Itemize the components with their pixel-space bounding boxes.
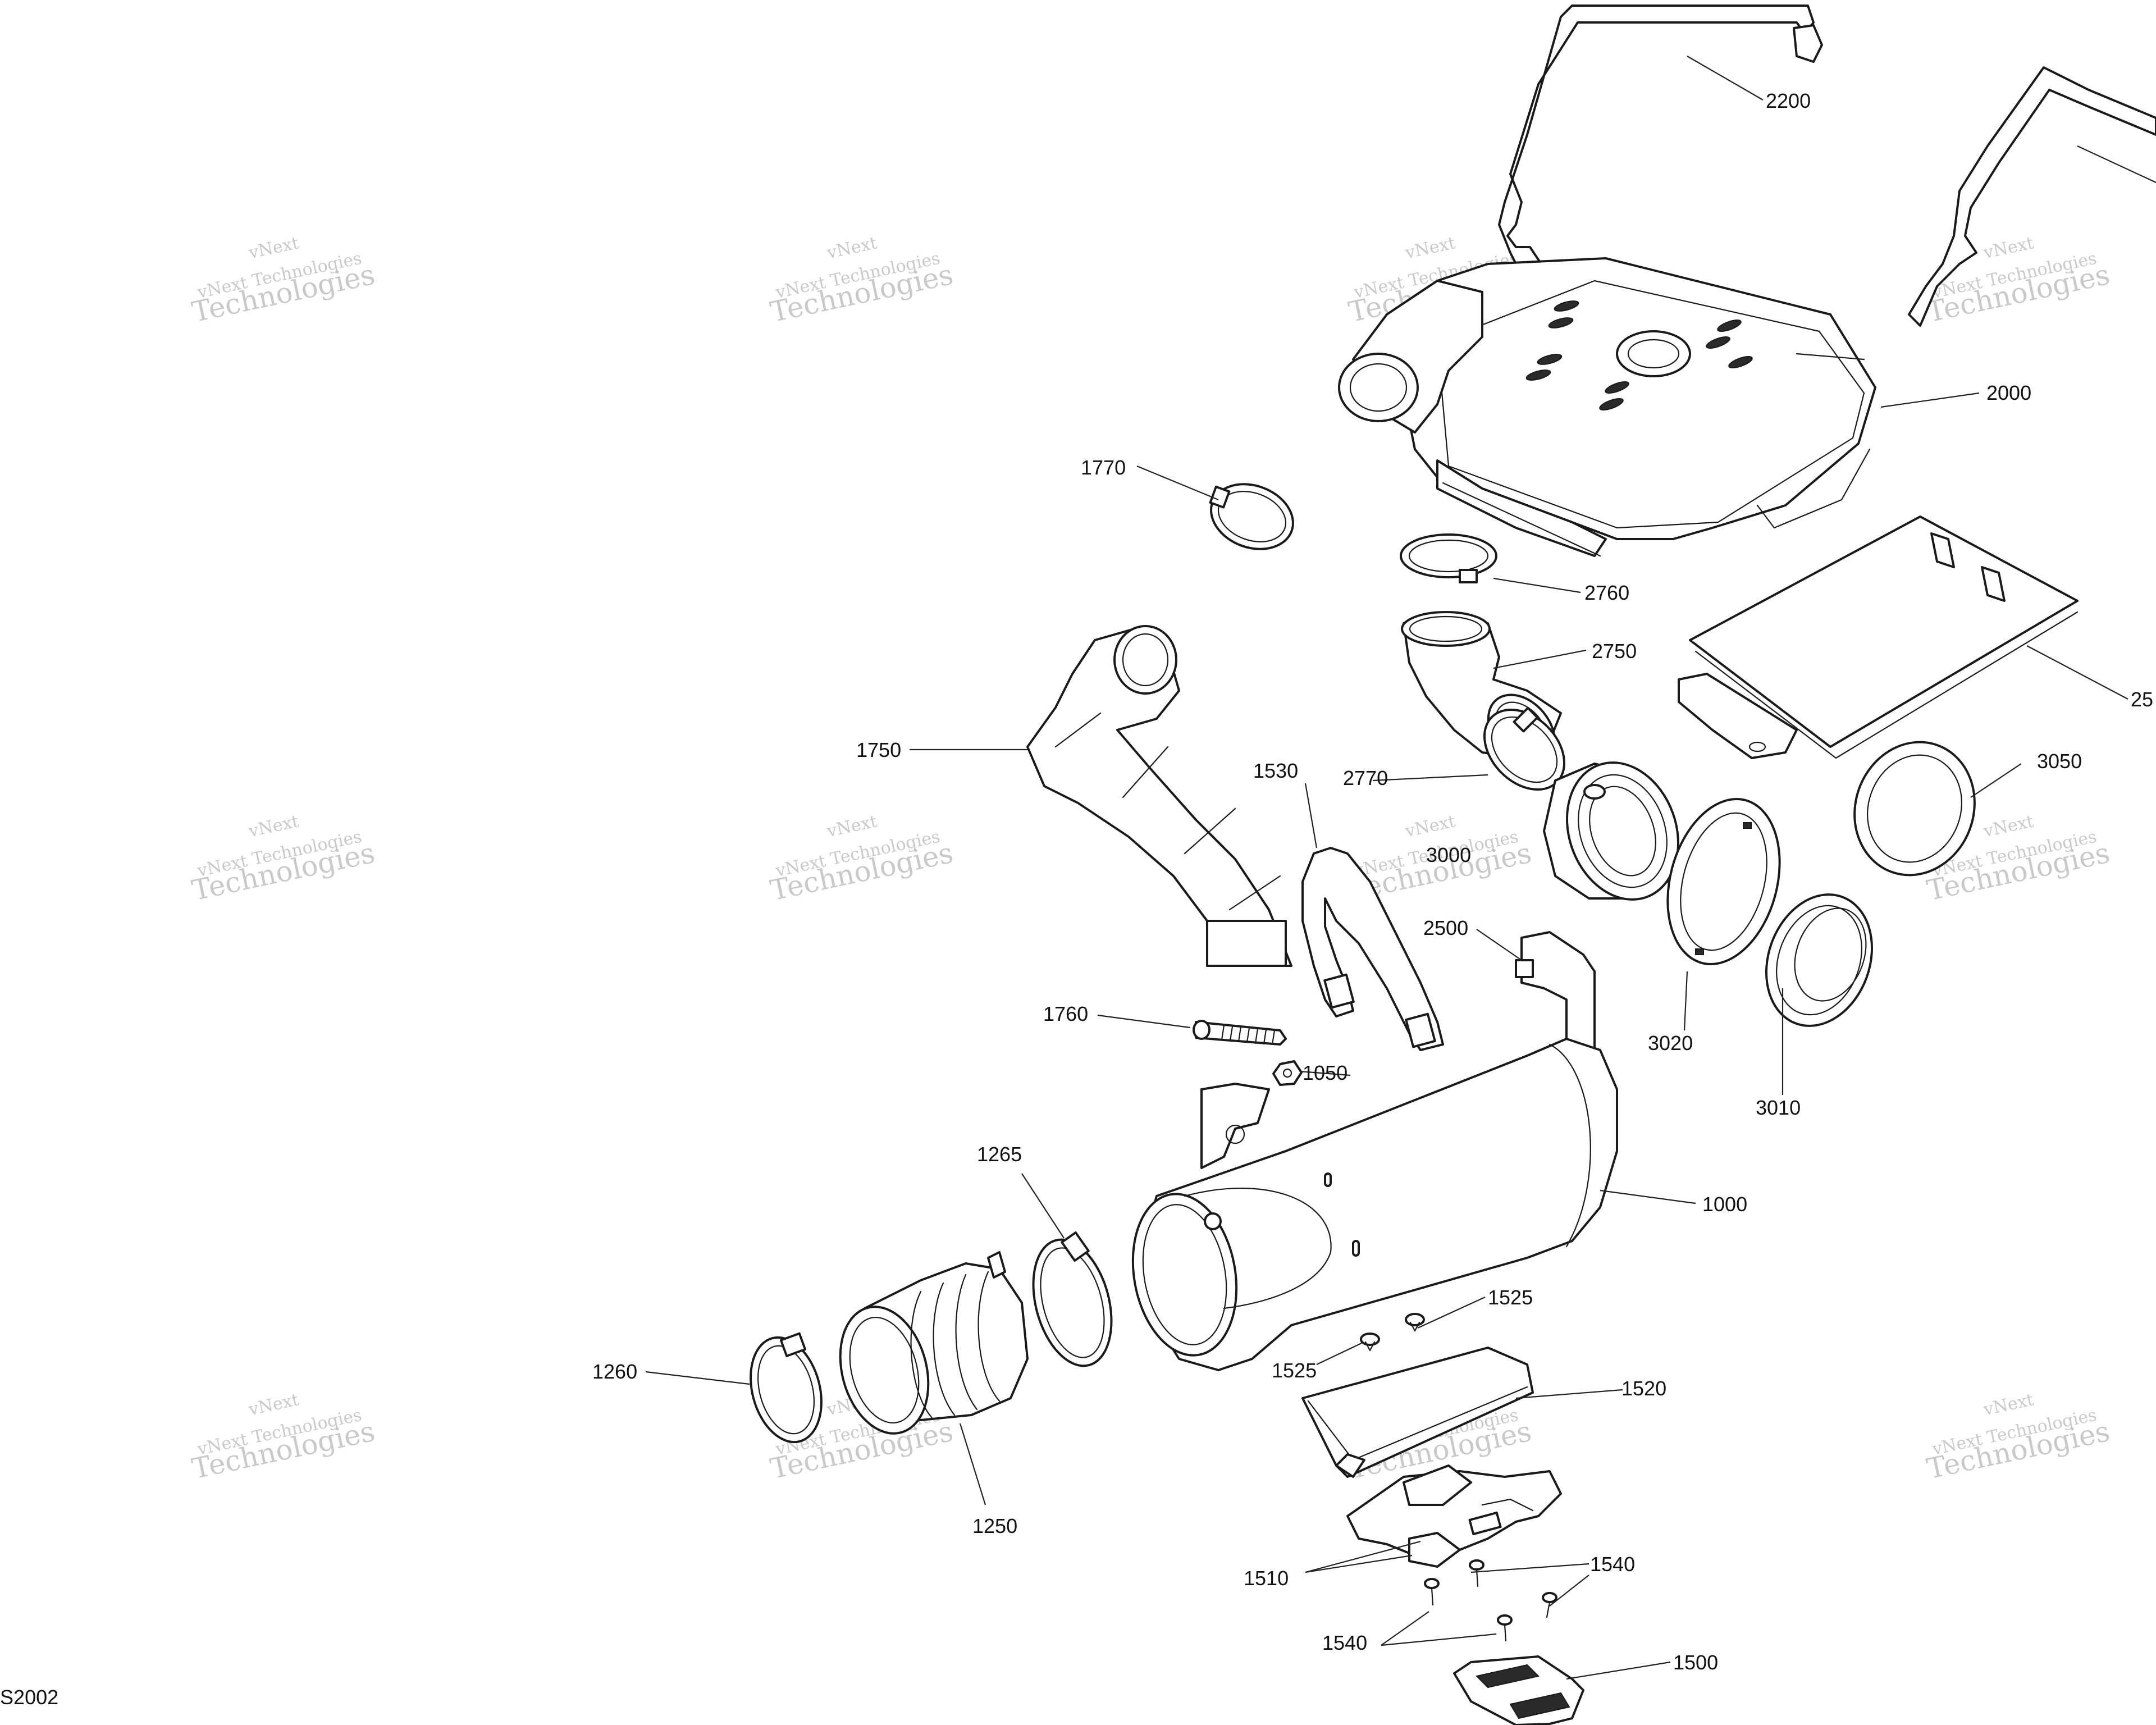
watermark-line1: vNext xyxy=(1981,233,2035,263)
reference-code: 37S2002 xyxy=(0,1686,58,1709)
callout-1525-upper[interactable]: 1525 xyxy=(1488,1286,1533,1309)
callout-2750[interactable]: 2750 xyxy=(1592,640,1637,663)
callout-1050[interactable]: 1050 xyxy=(1303,1061,1347,1084)
part-3000-adapter[interactable] xyxy=(1543,747,1697,915)
airbox-vent-slots xyxy=(1525,300,1753,410)
part-1265-clamp[interactable] xyxy=(1020,1231,1124,1375)
watermark-line1: vNext xyxy=(825,233,879,263)
callout-1250[interactable]: 1250 xyxy=(972,1514,1017,1537)
part-1540-screw[interactable] xyxy=(1542,1592,1557,1618)
watermark-line1: vNext xyxy=(246,811,300,841)
part-3020-ring[interactable] xyxy=(1650,787,1797,977)
part-1770-clamp[interactable] xyxy=(1202,473,1303,560)
callout-3000[interactable]: 3000 xyxy=(1426,843,1471,866)
part-3010-nut[interactable] xyxy=(1748,879,1889,1041)
callout-1260[interactable]: 1260 xyxy=(592,1360,637,1383)
callout-2000[interactable]: 2000 xyxy=(1986,381,2031,404)
watermark-line1: vNext xyxy=(825,811,879,841)
part-25xx-plate[interactable] xyxy=(1678,515,2079,759)
callout-1500[interactable]: 1500 xyxy=(1673,1651,1718,1674)
callout-2200[interactable]: 2200 xyxy=(1766,89,1811,112)
callout-labels: 2200 2000 1770 2760 2750 25 1750 1530 27… xyxy=(0,89,2153,1709)
bellows-ribs xyxy=(910,1271,1001,1419)
part-1760-bolt[interactable] xyxy=(1193,1020,1287,1046)
part-2000-airbox[interactable] xyxy=(1338,257,1876,557)
callout-2500[interactable]: 2500 xyxy=(1423,916,1468,939)
callout-3050[interactable]: 3050 xyxy=(2037,750,2082,773)
callout-1750[interactable]: 1750 xyxy=(856,738,901,761)
callout-1000[interactable]: 1000 xyxy=(1702,1193,1747,1216)
callout-3020[interactable]: 3020 xyxy=(1648,1032,1693,1055)
watermark: vNext vNext Technologies Technologies xyxy=(1924,1390,2113,1485)
callout-1540-lower[interactable]: 1540 xyxy=(1322,1631,1367,1654)
part-1525-screw[interactable] xyxy=(1360,1332,1380,1352)
watermark-line1: vNext xyxy=(246,233,300,263)
pad-ribs xyxy=(1476,1664,1570,1719)
callout-1770[interactable]: 1770 xyxy=(1081,456,1126,479)
watermark: vNext vNext Technologies Technologies xyxy=(768,233,956,328)
part-2500-bracket[interactable] xyxy=(1515,931,1596,1062)
watermark: vNext vNext Technologies Technologies xyxy=(189,811,378,907)
callout-25[interactable]: 25 xyxy=(2131,688,2153,711)
part-1250-bellows-boot[interactable] xyxy=(827,1251,1029,1443)
part-2760-clamp[interactable] xyxy=(1400,533,1497,583)
part-1000-muffler[interactable] xyxy=(1121,1038,1618,1371)
callout-1525-lower[interactable]: 1525 xyxy=(1272,1359,1317,1382)
callout-1510[interactable]: 1510 xyxy=(1244,1567,1289,1590)
part-2200-strap-right[interactable] xyxy=(1908,66,2156,327)
part-1050-nut[interactable] xyxy=(1272,1060,1303,1086)
callout-2760[interactable]: 2760 xyxy=(1584,581,1629,604)
callout-3010[interactable]: 3010 xyxy=(1756,1096,1801,1119)
callout-1540-upper[interactable]: 1540 xyxy=(1590,1553,1635,1576)
callout-1520[interactable]: 1520 xyxy=(1621,1377,1666,1400)
part-1750-intake-duct[interactable] xyxy=(1026,625,1292,967)
watermark: vNext vNext Technologies Technologies xyxy=(189,1390,378,1485)
callout-1760[interactable]: 1760 xyxy=(1043,1002,1088,1025)
watermark-line1: vNext xyxy=(1981,1390,2035,1420)
part-1260-clamp[interactable] xyxy=(739,1330,832,1450)
watermark: vNext vNext Technologies Technologies xyxy=(189,233,378,328)
part-1500-pad[interactable] xyxy=(1453,1655,1584,1725)
part-1510-mount-bracket[interactable] xyxy=(1346,1464,1562,1568)
watermark: vNext vNext Technologies Technologies xyxy=(768,811,956,907)
watermark-line1: vNext xyxy=(1981,811,2035,841)
part-1540-screw[interactable] xyxy=(1497,1614,1513,1642)
callout-1530[interactable]: 1530 xyxy=(1253,759,1298,782)
bolt-threads xyxy=(1221,1024,1276,1046)
callout-1265[interactable]: 1265 xyxy=(977,1143,1022,1166)
watermark-line1: vNext xyxy=(1403,233,1457,263)
part-1520-heat-shield[interactable] xyxy=(1301,1347,1534,1478)
part-3050-gasket[interactable] xyxy=(1836,725,1993,892)
leader-lines xyxy=(645,56,2156,1680)
callout-2770[interactable]: 2770 xyxy=(1343,766,1388,790)
part-1525-screw[interactable] xyxy=(1405,1313,1425,1332)
part-2200-strap-left[interactable] xyxy=(1498,4,1823,276)
part-1530-strap[interactable] xyxy=(1301,847,1444,1051)
part-1540-screw[interactable] xyxy=(1424,1578,1440,1606)
watermark-line1: vNext xyxy=(246,1390,300,1420)
part-1540-screw[interactable] xyxy=(1469,1559,1484,1587)
watermark-line1: vNext xyxy=(1403,811,1457,841)
